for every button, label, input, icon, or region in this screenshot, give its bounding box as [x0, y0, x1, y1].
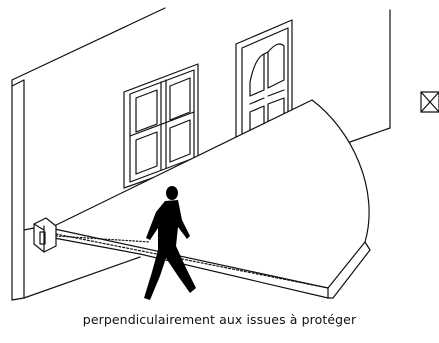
coverage-zone	[49, 99, 371, 299]
walking-person-icon	[144, 186, 196, 300]
caption: perpendiculairement aux issues à protége…	[82, 312, 357, 327]
crossed-box-icon	[420, 91, 439, 113]
building-wall	[11, 7, 391, 301]
motion-detector-icon	[23, 217, 57, 253]
